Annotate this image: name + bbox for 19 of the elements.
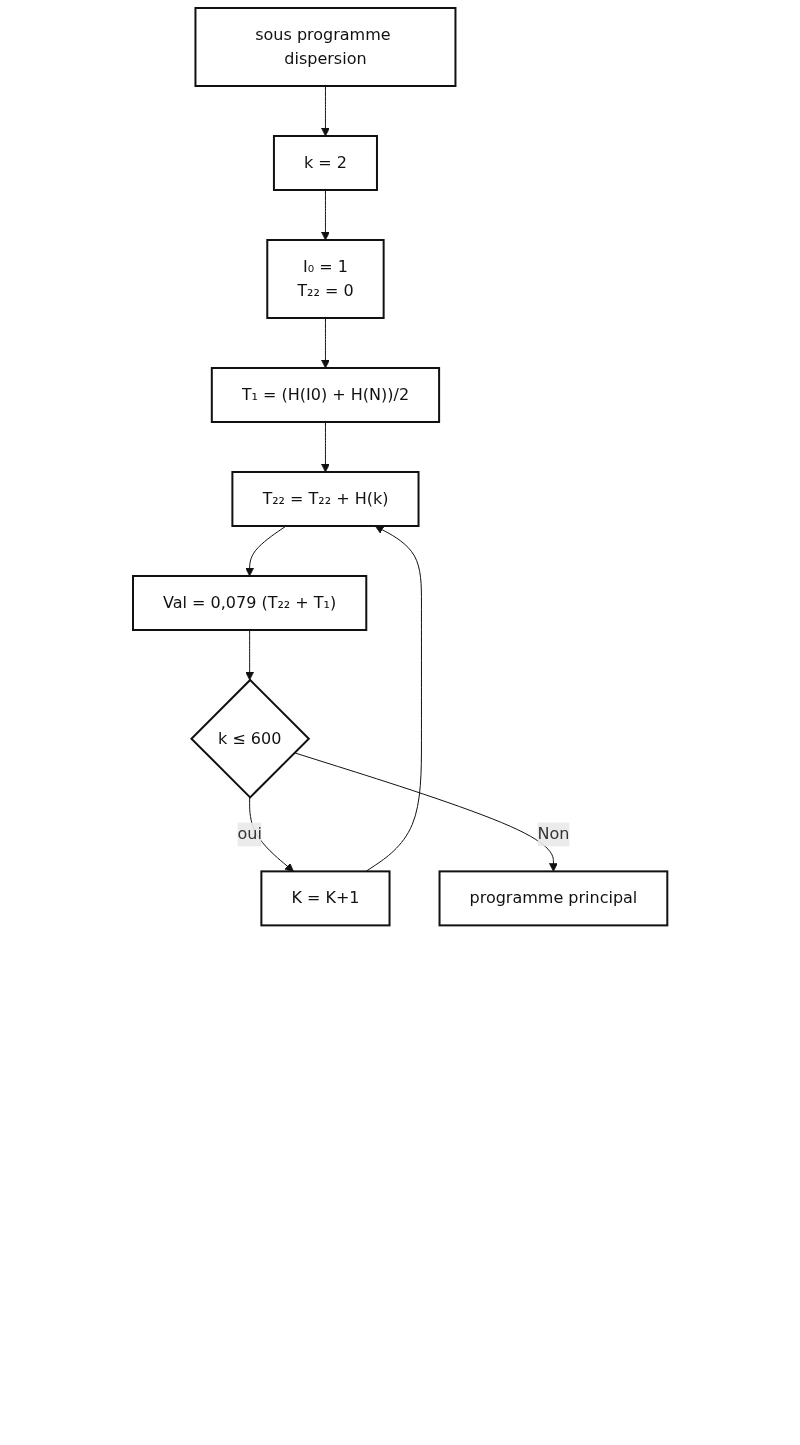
node-diamond: k ≤ 600 (189, 678, 311, 799)
arrow (245, 525, 287, 577)
arrow (245, 629, 254, 681)
arrow (293, 752, 558, 872)
node-box: sous programme dispersion (194, 7, 457, 87)
edge-label: oui (237, 824, 262, 844)
node-box: programme principal (438, 870, 669, 927)
arrow (320, 85, 330, 137)
node-box: Val = 0,079 (T₂₂ + T₁) (131, 575, 368, 631)
edge-label: Non (537, 824, 570, 844)
arrow (320, 421, 330, 473)
node-box: K = K+1 (260, 870, 391, 927)
node-box: T₂₂ = T₂₂ + H(k) (231, 471, 420, 527)
arrow (320, 317, 330, 369)
arrow (320, 189, 330, 241)
arrow (365, 525, 422, 872)
node-box: T₁ = (H(I0) + H(N))/2 (210, 367, 440, 423)
node-box: I₀ = 1 T₂₂ = 0 (266, 239, 385, 319)
node-box: k = 2 (272, 135, 378, 191)
